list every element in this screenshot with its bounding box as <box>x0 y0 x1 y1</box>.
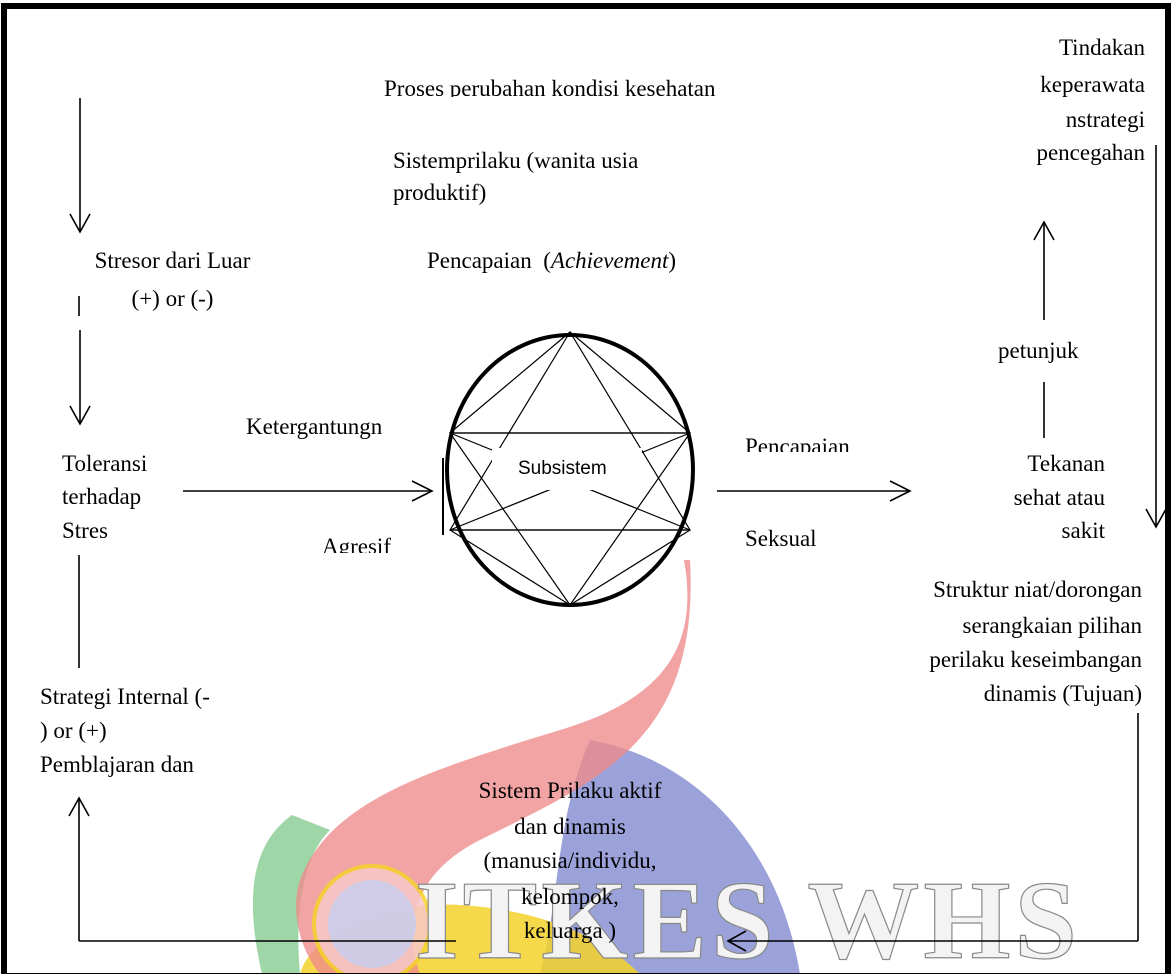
label-stresor-line1: Stresor dari Luar <box>94 248 251 273</box>
label-tekanan-line1: Tekanan <box>1027 451 1105 476</box>
clip-mask-pencapaian-right <box>735 452 895 466</box>
clip-mask-proses <box>380 97 820 111</box>
label-sistem-aktif-line2: dan dinamis <box>514 814 626 839</box>
label-struktur-line2: serangkaian pilihan <box>962 613 1142 638</box>
arrow-right-down-head <box>1145 508 1167 529</box>
feedback-left-head <box>68 796 90 817</box>
label-tindakan-line3: nstrategi <box>1065 107 1145 132</box>
label-proses-perubahan: Proses perubahan kondisi kesehatan <box>384 76 716 101</box>
arrow-stresor-head <box>69 405 91 426</box>
label-toleransi-line3: Stres <box>62 518 108 543</box>
label-seksual: Seksual <box>745 526 817 551</box>
label-strategi-line1: Strategi Internal (- <box>40 684 210 709</box>
label-sistem-aktif-line1: Sistem Prilaku aktif <box>478 778 662 803</box>
arrow-subsistem-head <box>889 480 912 502</box>
watermark-blue-swoosh <box>540 740 800 974</box>
label-sistem-aktif-line4: kelompok, <box>521 884 619 909</box>
label-toleransi-line1: Toleransi <box>62 451 148 476</box>
label-tindakan-line1: Tindakan <box>1058 35 1145 60</box>
label-struktur-line3: perilaku keseimbangan <box>929 647 1142 672</box>
arrow-toleransi-head <box>411 480 434 502</box>
clip-mask-agresif <box>300 553 440 569</box>
arrow-up-head <box>1033 220 1055 241</box>
label-tekanan-line3: sakit <box>1061 518 1105 543</box>
label-tindakan-line2: keperawata <box>1040 72 1145 97</box>
label-sistem-aktif-line3: (manusia/individu, <box>483 848 657 873</box>
label-pencapaian-top: Pencapaian <box>427 248 532 273</box>
arrow-top-left-head <box>69 213 91 234</box>
label-petunjuk: petunjuk <box>998 338 1079 363</box>
subsistem-star-figure <box>442 330 695 607</box>
label-achievement: Achievement <box>550 248 669 273</box>
label-strategi-line3: Pemblajaran dan <box>40 752 194 777</box>
label-sistemprilaku-line2: produktif) <box>393 180 487 205</box>
label-ketergantungan: Ketergantungn <box>246 414 383 439</box>
label-stresor-line2: (+) or (-) <box>131 286 214 311</box>
watermark-globe <box>328 880 416 968</box>
label-subsistem: Subsistem <box>518 458 607 479</box>
star-triangle-up <box>448 330 692 531</box>
label-pencapaian-achievement: Pencapaian (Achievement) <box>427 248 677 273</box>
label-sistemprilaku-line1: Sistemprilaku (wanita usia <box>393 148 639 173</box>
label-sistem-aktif-line5: keluarga ) <box>523 918 617 943</box>
label-struktur-line1: Struktur niat/dorongan <box>933 577 1142 602</box>
label-struktur-line4: dinamis (Tujuan) <box>983 681 1142 706</box>
label-toleransi-line2: terhadap <box>62 484 142 509</box>
watermark-green-swoosh <box>252 815 330 974</box>
watermark-text: ITKES WHS <box>415 859 1081 974</box>
label-tekanan-line2: sehat atau <box>1013 485 1105 510</box>
label-tindakan-line4: pencegahan <box>1036 140 1145 165</box>
label-strategi-line2: ) or (+) <box>40 718 107 743</box>
feedback-bottom-head <box>726 930 747 952</box>
watermark-logo: ITKES WHS <box>252 560 1081 974</box>
outer-frame <box>1 3 1171 974</box>
